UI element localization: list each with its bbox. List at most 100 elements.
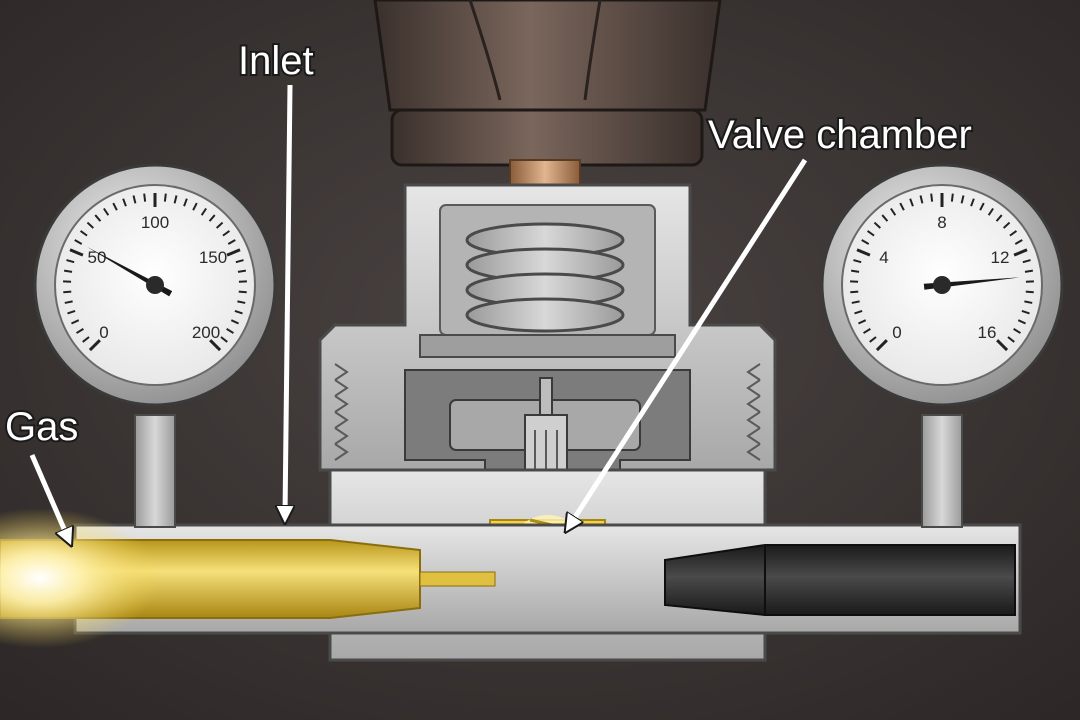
left-gauge-tick	[103, 207, 110, 216]
right-gauge-ticks	[850, 193, 1034, 352]
left-gauge-tick	[192, 202, 198, 211]
right-gauge-tick	[1024, 269, 1034, 273]
left-gauge-tick	[143, 193, 147, 202]
right-gauge-tick	[869, 336, 877, 343]
left-gauge-needle	[86, 246, 173, 297]
right-gauge-tick	[1014, 239, 1023, 245]
gas-arrow	[29, 454, 68, 538]
left-gauge-tick	[226, 248, 241, 257]
right-gauge-tick	[1024, 300, 1033, 304]
right-gauge-label-4: 4	[879, 248, 888, 267]
left-gauge-tick	[183, 198, 188, 207]
left-gauge-stem	[134, 414, 176, 528]
right-gauge-tick	[1009, 230, 1018, 237]
left-gauge-tick	[163, 193, 167, 202]
left-gauge-tick	[230, 319, 239, 325]
left-gauge-tick	[122, 198, 127, 207]
left-gauge-tick	[209, 339, 222, 352]
valve-chamber-arrow	[570, 158, 808, 525]
left-gauge-label-0: 0	[99, 323, 108, 342]
valve-chamber-label: Valve chamber	[708, 113, 972, 157]
right-gauge-tick	[890, 207, 897, 216]
right-gauge-tick	[858, 319, 867, 325]
left-gauge-tick	[208, 214, 216, 222]
right-gauge-tick	[863, 328, 871, 334]
right-gauge-tick	[1003, 221, 1011, 229]
left-gauge-ticks	[63, 193, 247, 352]
left-gauge-tick	[220, 336, 228, 343]
bonnet	[373, 0, 722, 167]
left-gauge-label-100: 100	[141, 213, 169, 232]
left-gauge-tick	[226, 328, 234, 334]
right-gauge-tick	[996, 339, 1009, 352]
left-gauge-tick	[132, 195, 137, 204]
right-gauge-tick	[853, 259, 862, 264]
left-gauge-tick	[64, 300, 73, 304]
right-gauge-needle-hub	[933, 276, 951, 294]
right-gauge-tick	[995, 214, 1003, 222]
right-gauge-tick	[1007, 336, 1015, 343]
left-gauge-tick	[88, 339, 101, 352]
right-gauge-tick	[979, 202, 985, 211]
right-gauge-tick	[881, 214, 889, 222]
left-gauge-tick	[173, 195, 178, 204]
right-gauge-label-16: 16	[978, 323, 997, 342]
right-gauge-tick	[1025, 290, 1034, 294]
left-gauge-tick	[237, 269, 247, 273]
right-gauge-label-12: 12	[991, 248, 1010, 267]
left-gauge-tick	[74, 239, 83, 245]
left-gauge-tick	[66, 259, 75, 264]
left-gauge-tick	[234, 310, 243, 315]
left-gauge-tick	[79, 230, 88, 237]
right-gauge-tick	[875, 339, 888, 352]
right-gauge-tick	[909, 198, 914, 207]
diaphragm	[419, 334, 676, 358]
spring	[465, 222, 625, 333]
left-gauge-tick	[216, 221, 224, 229]
left-gauge-tick	[82, 336, 90, 343]
right-gauge-label-0: 0	[892, 323, 901, 342]
right-gauge-tick	[1013, 248, 1028, 257]
right-gauge-label-8: 8	[937, 213, 946, 232]
left-gauge-tick	[238, 290, 247, 294]
right-gauge-tick	[854, 310, 863, 315]
inlet-gas-hose	[0, 508, 496, 648]
right-gauge-tick	[899, 202, 905, 211]
left-gauge-label-150: 150	[199, 248, 227, 267]
left-gauge-needle-hub	[146, 276, 164, 294]
inlet-arrow	[285, 84, 290, 515]
right-gauge-tick	[873, 221, 881, 229]
right-gauge-tick	[856, 248, 871, 257]
right-gauge-tick	[1022, 259, 1031, 264]
right-gauge-tick	[866, 230, 875, 237]
inlet-label: Inlet	[238, 39, 314, 83]
right-gauge-tick	[919, 195, 924, 204]
left-gauge-tick	[237, 300, 246, 304]
right-gauge-tick	[850, 269, 860, 273]
left-gauge-tick	[63, 290, 72, 294]
left-gauge-tick	[227, 239, 236, 245]
right-gauge-tick	[930, 193, 934, 202]
right-gauge-tick	[851, 300, 860, 304]
right-gauge-stem	[921, 414, 963, 528]
left-gauge-tick	[63, 269, 73, 273]
left-gauge-label-50: 50	[88, 248, 107, 267]
right-gauge-tick	[861, 239, 870, 245]
right-gauge-tick	[1013, 328, 1021, 334]
left-gauge-tick	[200, 207, 207, 216]
right-gauge-tick	[1017, 319, 1026, 325]
threads	[334, 363, 761, 461]
right-gauge-needle	[923, 276, 1020, 294]
left-gauge-label-200: 200	[192, 323, 220, 342]
outlet-hose	[664, 544, 1016, 616]
right-pressure-gauge: 0 4 8 12 16	[820, 163, 1064, 407]
left-gauge-tick	[235, 259, 244, 264]
left-gauge-tick	[222, 230, 231, 237]
right-gauge-tick	[950, 193, 954, 202]
right-gauge-tick	[1021, 310, 1030, 315]
left-gauge-tick	[71, 319, 80, 325]
left-gauge-tick	[112, 202, 118, 211]
gas-label: Gas	[5, 405, 78, 449]
